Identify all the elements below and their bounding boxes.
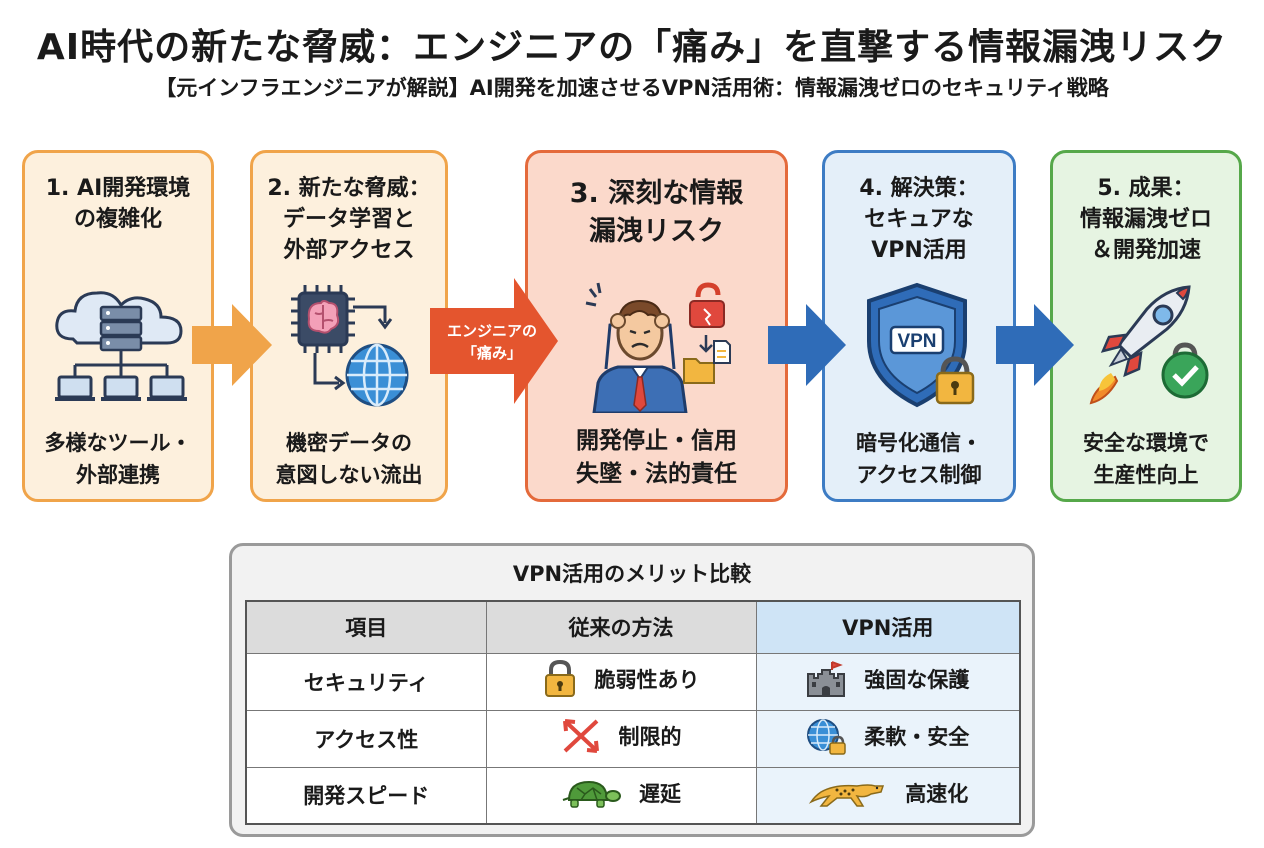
stressed-engineer-icon [585, 282, 731, 413]
vpn-cell: 高速化 [755, 766, 1021, 825]
page-subtitle: 【元インフラエンジニアが解説】AI開発を加速させるVPN活用術：情報漏洩ゼロのセ… [155, 76, 1109, 100]
vpn-cell: 柔軟・安全 [755, 709, 1021, 768]
table-header-row: 項目 従来の方法 VPN活用 [245, 600, 1021, 654]
vpn-icon-label: VPN [897, 331, 936, 352]
rocket-icon [1089, 285, 1209, 405]
step-title: 4. 解決策： セキュアな VPN活用 [859, 176, 979, 263]
vpn-shield-icon: VPN [867, 282, 975, 408]
table-row: セキュリティ 脆弱性あり 強固な保護 [245, 652, 1021, 711]
traditional-text: 脆弱性あり [594, 668, 700, 692]
vpn-cell: 強固な保護 [755, 652, 1021, 711]
globe-lock-icon [807, 719, 846, 755]
traditional-text: 遅延 [639, 781, 681, 806]
step-card-3: 3. 深刻な情報 漏洩リスク 開発停止・信用 失墜・法的責任 [525, 150, 788, 502]
vpn-text: 高速化 [905, 781, 969, 806]
step-description: 暗号化通信・ アクセス制御 [856, 431, 982, 487]
turtle-icon [562, 780, 621, 808]
step-title: 2. 新たな脅威： データ学習と 外部アクセス [267, 176, 431, 263]
flow-arrow-3 [768, 304, 846, 386]
flow-arrow-4 [996, 304, 1074, 386]
header-vpn: VPN活用 [755, 600, 1021, 654]
step-card-1: 1. AI開発環境 の複雑化 多様なツール・ 外部連携 [22, 150, 214, 502]
step-description: 開発停止・信用 失墜・法的責任 [576, 428, 737, 487]
row-item: 開発スピード [245, 766, 487, 825]
traditional-cell: 脆弱性あり [485, 652, 757, 711]
castle-icon [807, 661, 846, 697]
comparison-panel: VPN活用のメリット比較 項目 従来の方法 VPN活用 セキュリティ 脆弱性あり… [229, 543, 1035, 837]
padlock-icon [544, 660, 575, 697]
step-title: 5. 成果： 情報漏洩ゼロ ＆開発加速 [1079, 176, 1212, 263]
traditional-text: 制限的 [618, 725, 682, 749]
vpn-text: 強固な保護 [864, 668, 970, 692]
ai-chip-globe-icon [291, 285, 409, 407]
traditional-cell: 制限的 [485, 709, 757, 768]
flow-arrow-pain [430, 278, 558, 404]
cloud-server-network-icon [55, 291, 187, 401]
crossed-arrows-icon [562, 719, 599, 753]
step-description: 多様なツール・ 外部連携 [44, 431, 192, 487]
comparison-table: 項目 従来の方法 VPN活用 セキュリティ 脆弱性あり 強固な保護 アクセス性 [245, 600, 1021, 825]
pain-arrow-label: エンジニアの 「痛み」 [446, 322, 537, 362]
header-traditional: 従来の方法 [485, 600, 757, 654]
step-card-2: 2. 新たな脅威： データ学習と 外部アクセス 機密データの 意図しない流出 [250, 150, 448, 502]
page-title: AI時代の新たな脅威：エンジニアの「痛み」を直撃する情報漏洩リスク [36, 27, 1228, 68]
cheetah-icon [809, 784, 885, 807]
step-description: 機密データの 意図しない流出 [275, 431, 423, 487]
table-row: アクセス性 制限的 柔軟・安全 [245, 709, 1021, 768]
vpn-text: 柔軟・安全 [864, 725, 970, 749]
step-card-5: 5. 成果： 情報漏洩ゼロ ＆開発加速 安全な環境で 生産性向上 [1050, 150, 1242, 502]
header-item: 項目 [245, 600, 487, 654]
row-item: セキュリティ [245, 652, 487, 711]
traditional-cell: 遅延 [485, 766, 757, 825]
row-item: アクセス性 [245, 709, 487, 768]
step-title: 3. 深刻な情報 漏洩リスク [569, 178, 744, 247]
table-row: 開発スピード 遅延 高速化 [245, 766, 1021, 825]
step-card-4: 4. 解決策： セキュアな VPN活用 VPN 暗号化通信・ アクセス制御 [822, 150, 1016, 502]
comparison-title: VPN活用のメリット比較 [512, 562, 752, 586]
step-title: 1. AI開発環境 の複雑化 [45, 176, 191, 232]
step-description: 安全な環境で 生産性向上 [1083, 431, 1209, 487]
flow-arrow-1 [192, 304, 272, 386]
